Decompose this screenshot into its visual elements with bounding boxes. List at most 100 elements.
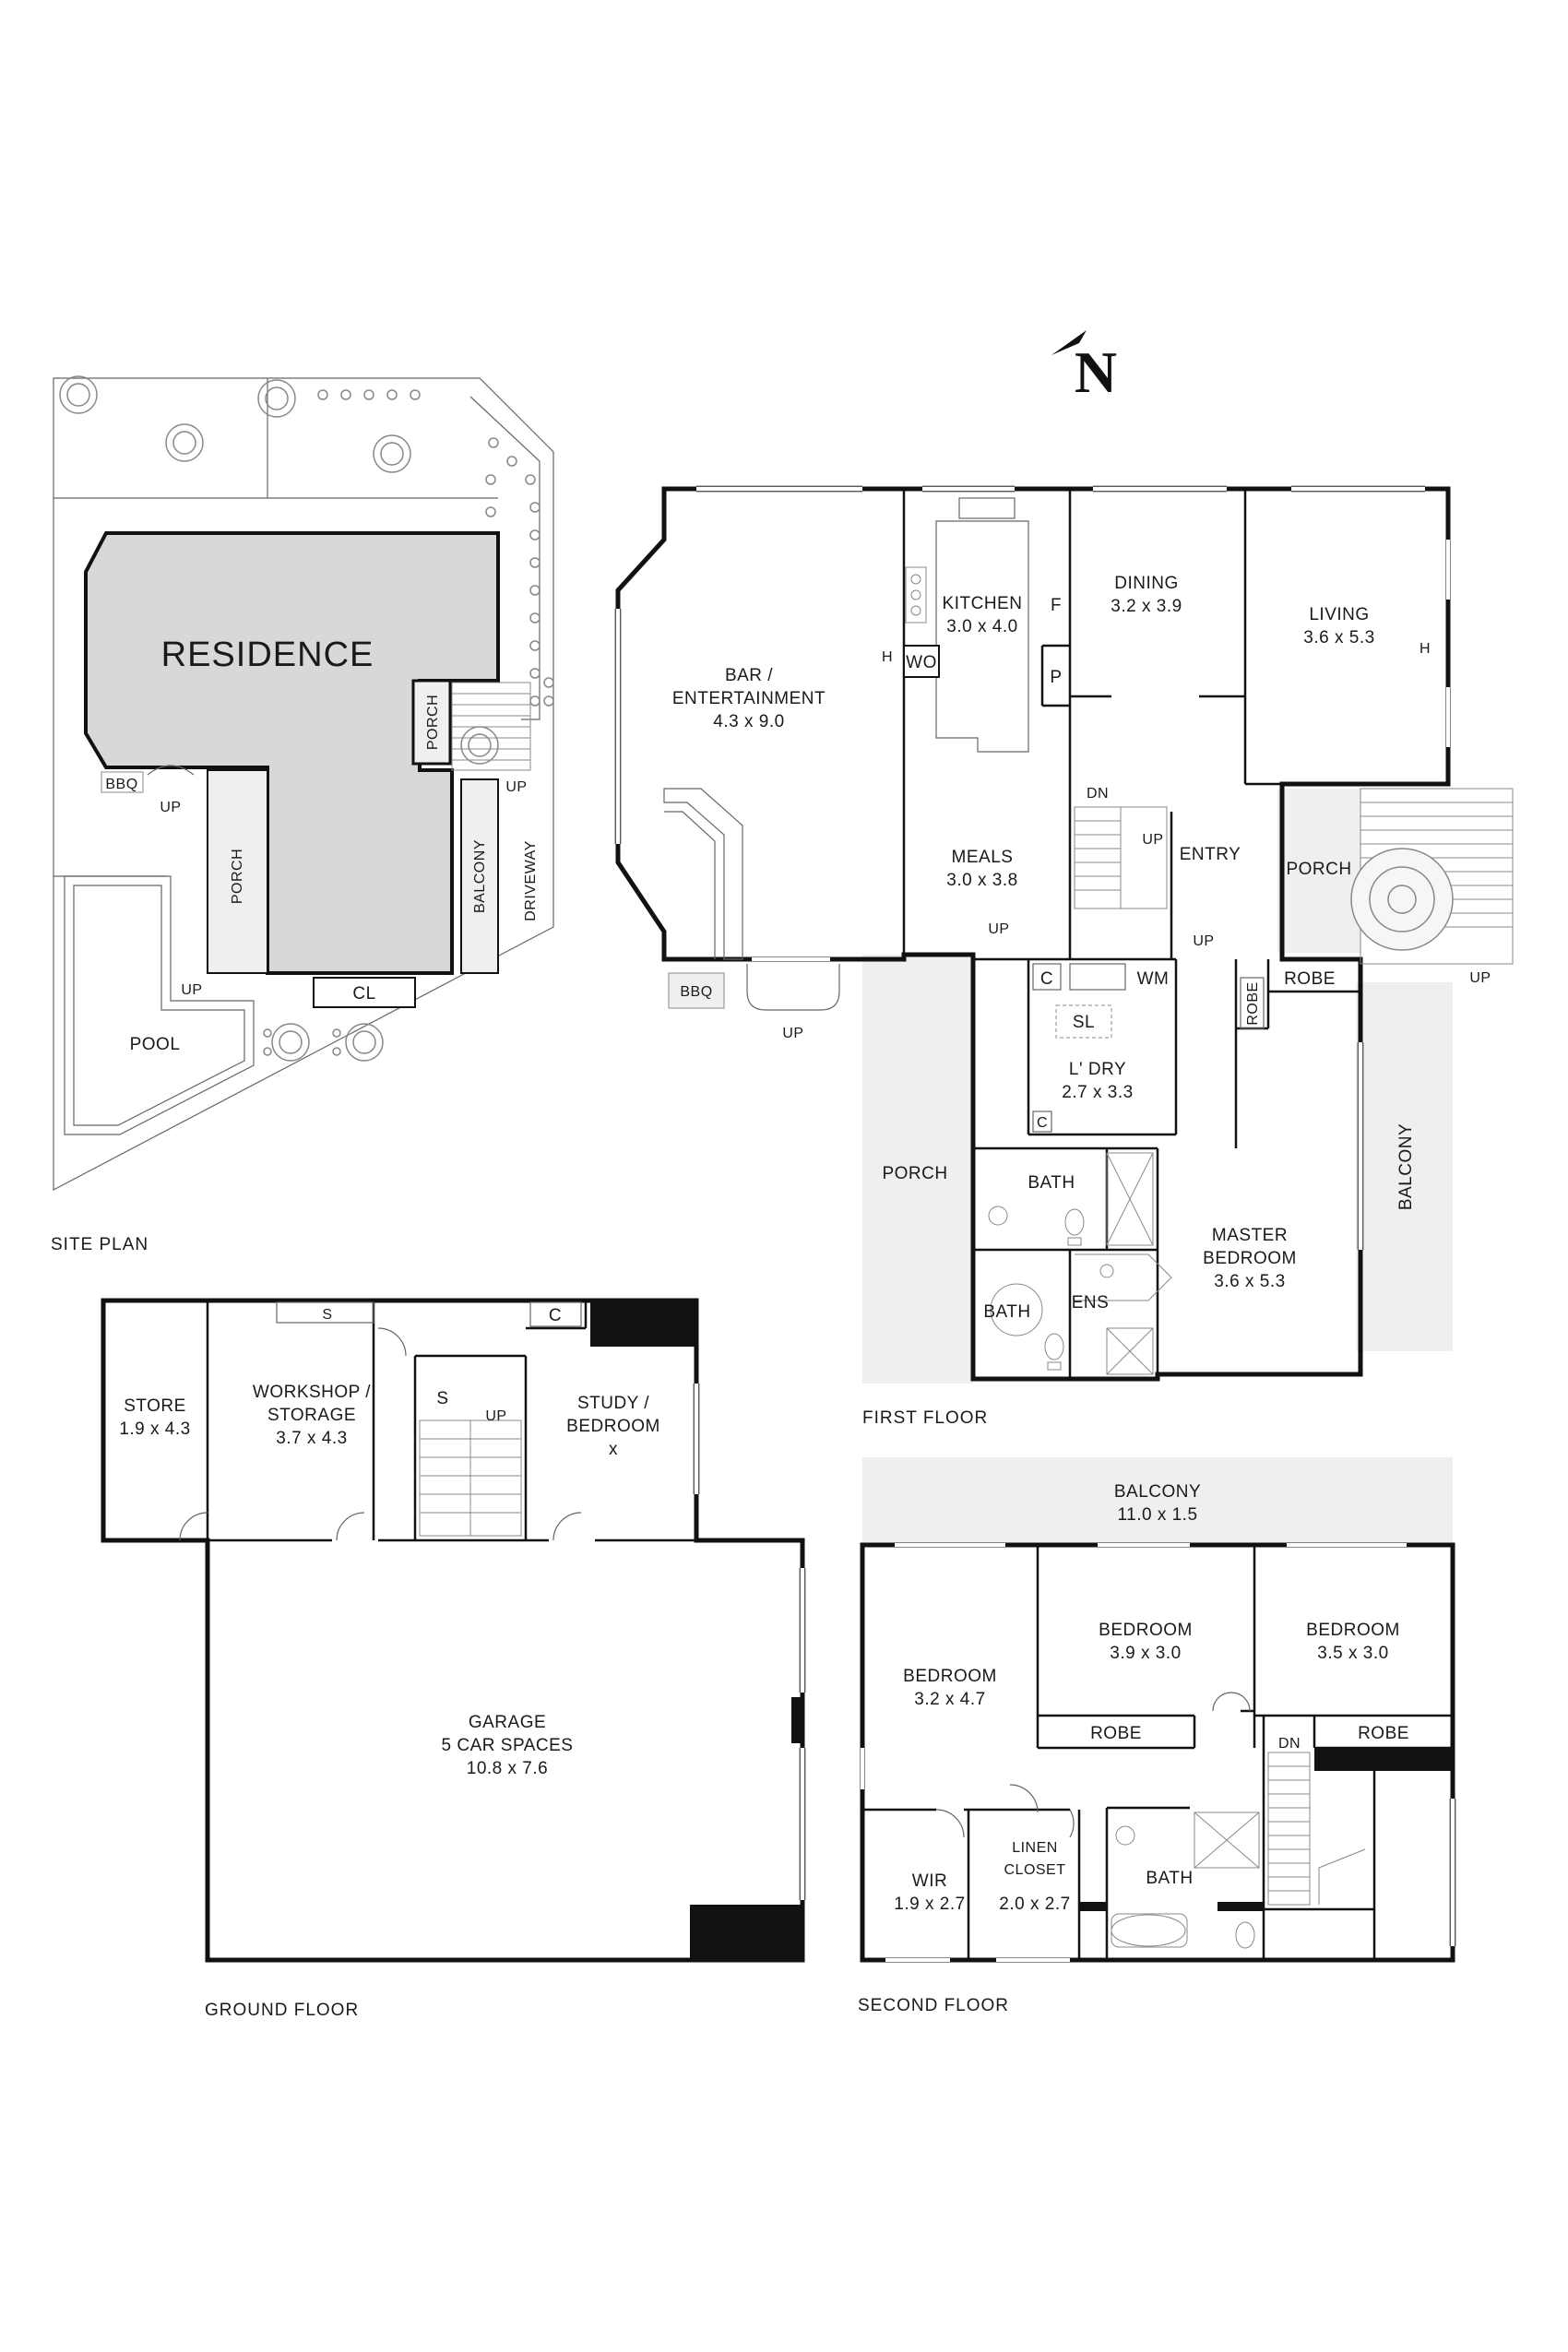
residence-label: RESIDENCE	[161, 636, 374, 674]
site-plan-title: SITE PLAN	[51, 1235, 148, 1254]
garage-label: GARAGE	[469, 1713, 546, 1732]
c2-label: C	[1037, 1115, 1048, 1131]
kitchen-label: KITCHEN	[943, 594, 1023, 613]
site-plan: RESIDENCE PORCH UP BALCONY DRIVEWAY BBQ …	[51, 375, 554, 1254]
wo-cabinet	[903, 645, 940, 678]
workshop-dim: 3.7 x 4.3	[276, 1429, 347, 1448]
second-floor-title: SECOND FLOOR	[858, 1996, 1009, 2015]
wall-block	[690, 1905, 802, 1960]
living-dim: 3.6 x 5.3	[1303, 628, 1374, 647]
linen-label: CLOSET	[1004, 1862, 1065, 1878]
residence-building	[84, 531, 500, 975]
bbq	[668, 972, 725, 1009]
shrub-icon	[263, 389, 554, 1056]
porch-top	[411, 679, 452, 766]
bath-label: BATH	[1028, 1173, 1075, 1193]
laundry-label: L' DRY	[1069, 1060, 1126, 1079]
second-floor-walls	[860, 1542, 1455, 1963]
ground-floor-interior-walls	[206, 1301, 696, 1542]
wm-label: WM	[1137, 969, 1170, 989]
h-label: H	[882, 649, 893, 665]
living-label: LIVING	[1309, 605, 1369, 624]
wall-block	[1079, 1902, 1107, 1911]
p-label: P	[1050, 668, 1062, 687]
wir-label: WIR	[912, 1871, 947, 1891]
north-arrow-icon	[1051, 330, 1087, 355]
wo-label: WO	[906, 653, 937, 672]
balcony-site-label: BALCONY	[472, 839, 488, 913]
balcony-label: BALCONY	[1396, 1123, 1416, 1210]
porch-right-area	[1277, 789, 1360, 953]
bbq-steps	[746, 964, 840, 1011]
up-label: UP	[181, 982, 202, 998]
study-label: STUDY /	[577, 1394, 649, 1413]
sl-label: SL	[1073, 1013, 1095, 1032]
stairs-icon	[419, 1420, 522, 1537]
ground-floor-plan: S S C UP STORE 1.9 x 4.3 WORKSHOP / STOR…	[101, 1298, 806, 2020]
second-floor-interior-walls	[862, 1545, 1453, 1960]
ground-floor-title: GROUND FLOOR	[205, 2001, 359, 2020]
wir-dim: 1.9 x 2.7	[894, 1895, 965, 1914]
bbq-label: BBQ	[680, 984, 712, 1000]
workshop-label: WORKSHOP /	[253, 1383, 371, 1402]
first-floor-plan: WO H F P DN UP PORCH UP BBQ UP	[614, 485, 1514, 1428]
dn-label: DN	[1278, 1736, 1301, 1752]
bedroom1-dim: 3.2 x 4.7	[914, 1690, 985, 1709]
kitchen-dim: 3.0 x 4.0	[946, 617, 1017, 636]
first-floor-title: FIRST FLOOR	[862, 1408, 988, 1428]
master-dim: 3.6 x 5.3	[1214, 1272, 1285, 1291]
bedroom1-label: BEDROOM	[903, 1667, 997, 1686]
second-floor-plan: DN BALCONY 11.0 x 1.5 BEDROOM 3.2 x 4.7 …	[858, 1457, 1456, 2015]
c-label: C	[1040, 969, 1053, 989]
clothesline	[313, 977, 416, 1008]
porch-right-label: PORCH	[1286, 860, 1351, 879]
dn-label: DN	[1087, 786, 1109, 802]
robe-label: ROBE	[1284, 969, 1336, 989]
master-label: BEDROOM	[1203, 1249, 1297, 1268]
c-label: C	[549, 1306, 562, 1325]
north-letter: N	[1075, 339, 1117, 405]
windows	[614, 485, 1450, 1250]
up-label: UP	[160, 800, 181, 815]
ens-label: ENS	[1072, 1293, 1110, 1313]
porch-left-label: PORCH	[882, 1164, 947, 1183]
porch-left-label: PORCH	[230, 849, 245, 904]
bedroom3-dim: 3.5 x 3.0	[1317, 1644, 1388, 1663]
robe1-label: ROBE	[1090, 1724, 1142, 1743]
cooktop-icon	[905, 566, 927, 624]
bbq-site-label: BBQ	[105, 777, 137, 792]
balcony-second-label: BALCONY	[1114, 1482, 1201, 1502]
laundry-dim: 2.7 x 3.3	[1062, 1083, 1133, 1102]
meals-label: MEALS	[952, 848, 1014, 867]
robe-v-box	[1240, 977, 1265, 1029]
tree-icon	[1350, 848, 1454, 951]
meals-dim: 3.0 x 3.8	[946, 871, 1017, 890]
stairs-icon	[1074, 806, 1168, 909]
pool-label: POOL	[130, 1035, 181, 1054]
s-label: S	[436, 1389, 448, 1408]
wall-block	[791, 1697, 802, 1743]
lot-boundary	[53, 377, 554, 1191]
study-dim: x	[609, 1440, 618, 1459]
garage-label: 5 CAR SPACES	[442, 1736, 574, 1755]
h-label: H	[1420, 641, 1431, 657]
sink-icon	[958, 497, 1016, 519]
up-label: UP	[1193, 933, 1214, 949]
bath2-label: BATH	[983, 1302, 1030, 1322]
study-label: BEDROOM	[566, 1417, 660, 1436]
driveway-label: DRIVEWAY	[523, 840, 539, 921]
bar-dim: 4.3 x 9.0	[713, 712, 784, 731]
robe-v-label: ROBE	[1245, 981, 1261, 1025]
robe2-label: ROBE	[1358, 1724, 1409, 1743]
porch-left	[207, 769, 268, 974]
bedroom2-dim: 3.9 x 3.0	[1110, 1644, 1181, 1663]
balcony-second	[862, 1457, 1453, 1545]
linen-dim: 2.0 x 2.7	[999, 1895, 1070, 1914]
wall-block	[1218, 1902, 1264, 1911]
bar-counter	[663, 788, 743, 960]
bedroom3-label: BEDROOM	[1306, 1621, 1400, 1640]
dining-label: DINING	[1114, 574, 1179, 593]
balcony-second-dim: 11.0 x 1.5	[1117, 1505, 1197, 1525]
porch-left-area	[862, 955, 973, 1384]
